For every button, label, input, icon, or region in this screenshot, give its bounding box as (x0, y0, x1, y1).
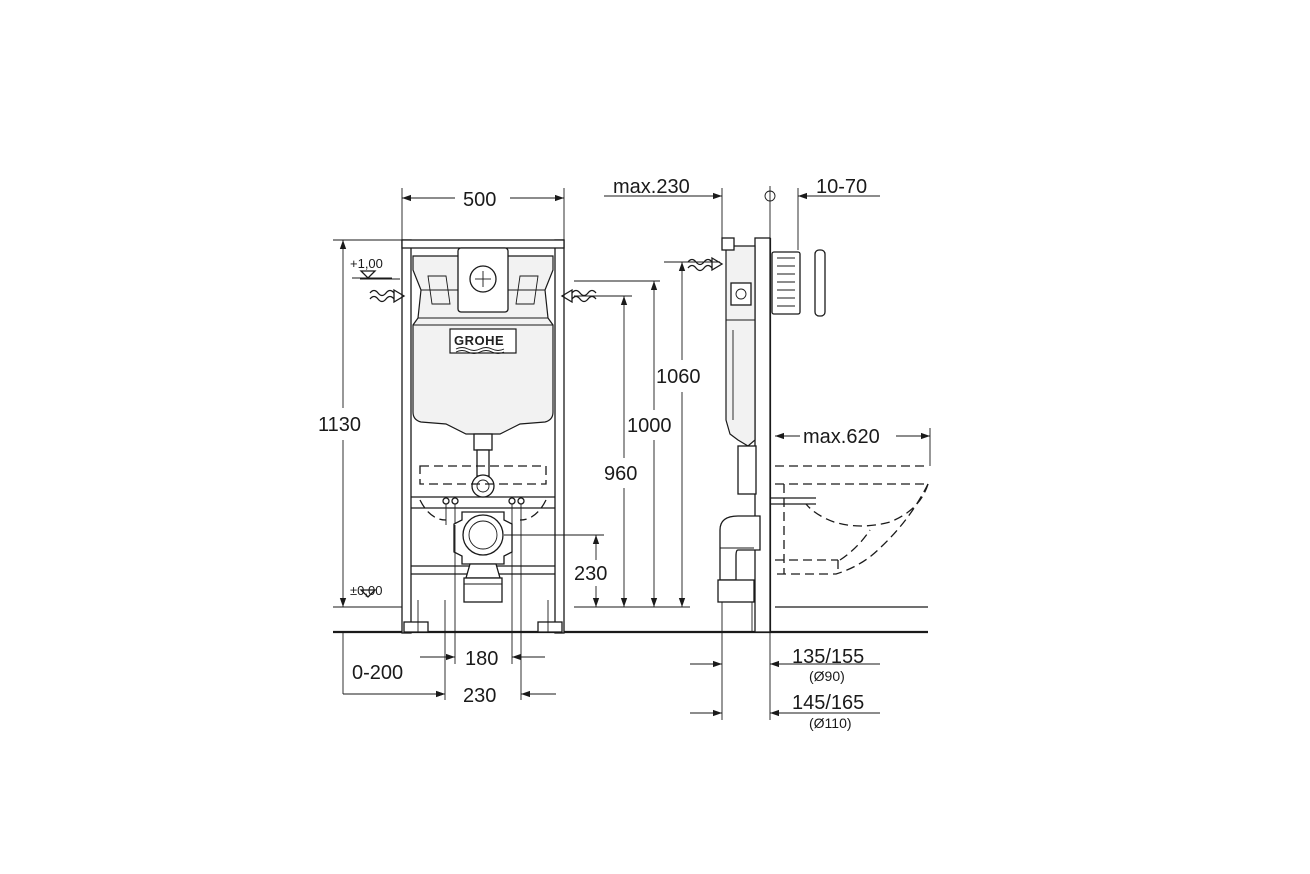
dim-230-horizontal-label: 230 (463, 685, 496, 707)
water-inlet-left (360, 278, 406, 304)
dim-230-vertical-label: 230 (574, 563, 607, 585)
dim-height-230: 230 (504, 534, 607, 607)
waste-outlet-front (453, 511, 513, 603)
dim-range-10-70: 10-70 (764, 176, 880, 250)
wc-outline-front (419, 465, 547, 521)
dim-width-500: 500 (401, 188, 565, 240)
dim-height-960: 960 (574, 295, 637, 607)
dim-180-label: 180 (465, 648, 498, 670)
drain-pipe-side (717, 445, 816, 603)
dim-max-620-label: max.620 (803, 426, 880, 448)
dim-1130-label: 1130 (318, 414, 361, 436)
dim-1000-label: 1000 (627, 415, 672, 437)
brand-logo: GROHE (454, 333, 504, 348)
level-marker-top: +1,00 (350, 256, 392, 279)
dim-max-230-label: max.230 (613, 176, 690, 198)
front-view: GROHE (318, 188, 720, 707)
dim-height-1130: 1130 (318, 239, 402, 608)
frame-front (401, 239, 565, 634)
water-inlet-right (560, 288, 597, 304)
dim-offset-0-200: 0-200 (342, 600, 446, 700)
level-floor-label: ±0,00 (350, 583, 382, 598)
dim-1060-label: 1060 (656, 366, 701, 388)
dim-0-200-label: 0-200 (352, 662, 403, 684)
dim-10-70-label: 10-70 (816, 176, 867, 198)
brand-logo-box (449, 328, 517, 354)
dim-135-155: 135/155 (Ø90) (690, 632, 880, 720)
dim-height-1000: 1000 (574, 280, 672, 607)
dim-max-230: max.230 (604, 176, 723, 242)
side-view: max.230 10-70 max.620 135/155 (Ø90) (604, 176, 931, 731)
dim-145-165-label: 145/165 (792, 692, 864, 714)
cistern-side (687, 237, 826, 447)
cistern-front: GROHE (412, 247, 554, 498)
dim-960-label: 960 (604, 463, 637, 485)
level-top-label: +1,00 (350, 256, 383, 271)
level-marker-floor: ±0,00 (350, 583, 382, 598)
dim-max-620: max.620 (775, 426, 931, 466)
dia-110-label: (Ø110) (809, 715, 852, 731)
dim-135-155-label: 135/155 (792, 646, 864, 668)
dim-145-165: 145/165 (Ø110) (690, 692, 880, 731)
dim-500-label: 500 (463, 189, 496, 211)
dim-spacing-180: 180 (420, 525, 545, 670)
dim-spacing-230: 230 (410, 525, 556, 707)
dim-height-1060: 1060 (574, 261, 720, 608)
dia-90-label: (Ø90) (809, 668, 845, 684)
wc-outline-side (775, 465, 929, 575)
fixing-bolts-front (442, 497, 525, 525)
